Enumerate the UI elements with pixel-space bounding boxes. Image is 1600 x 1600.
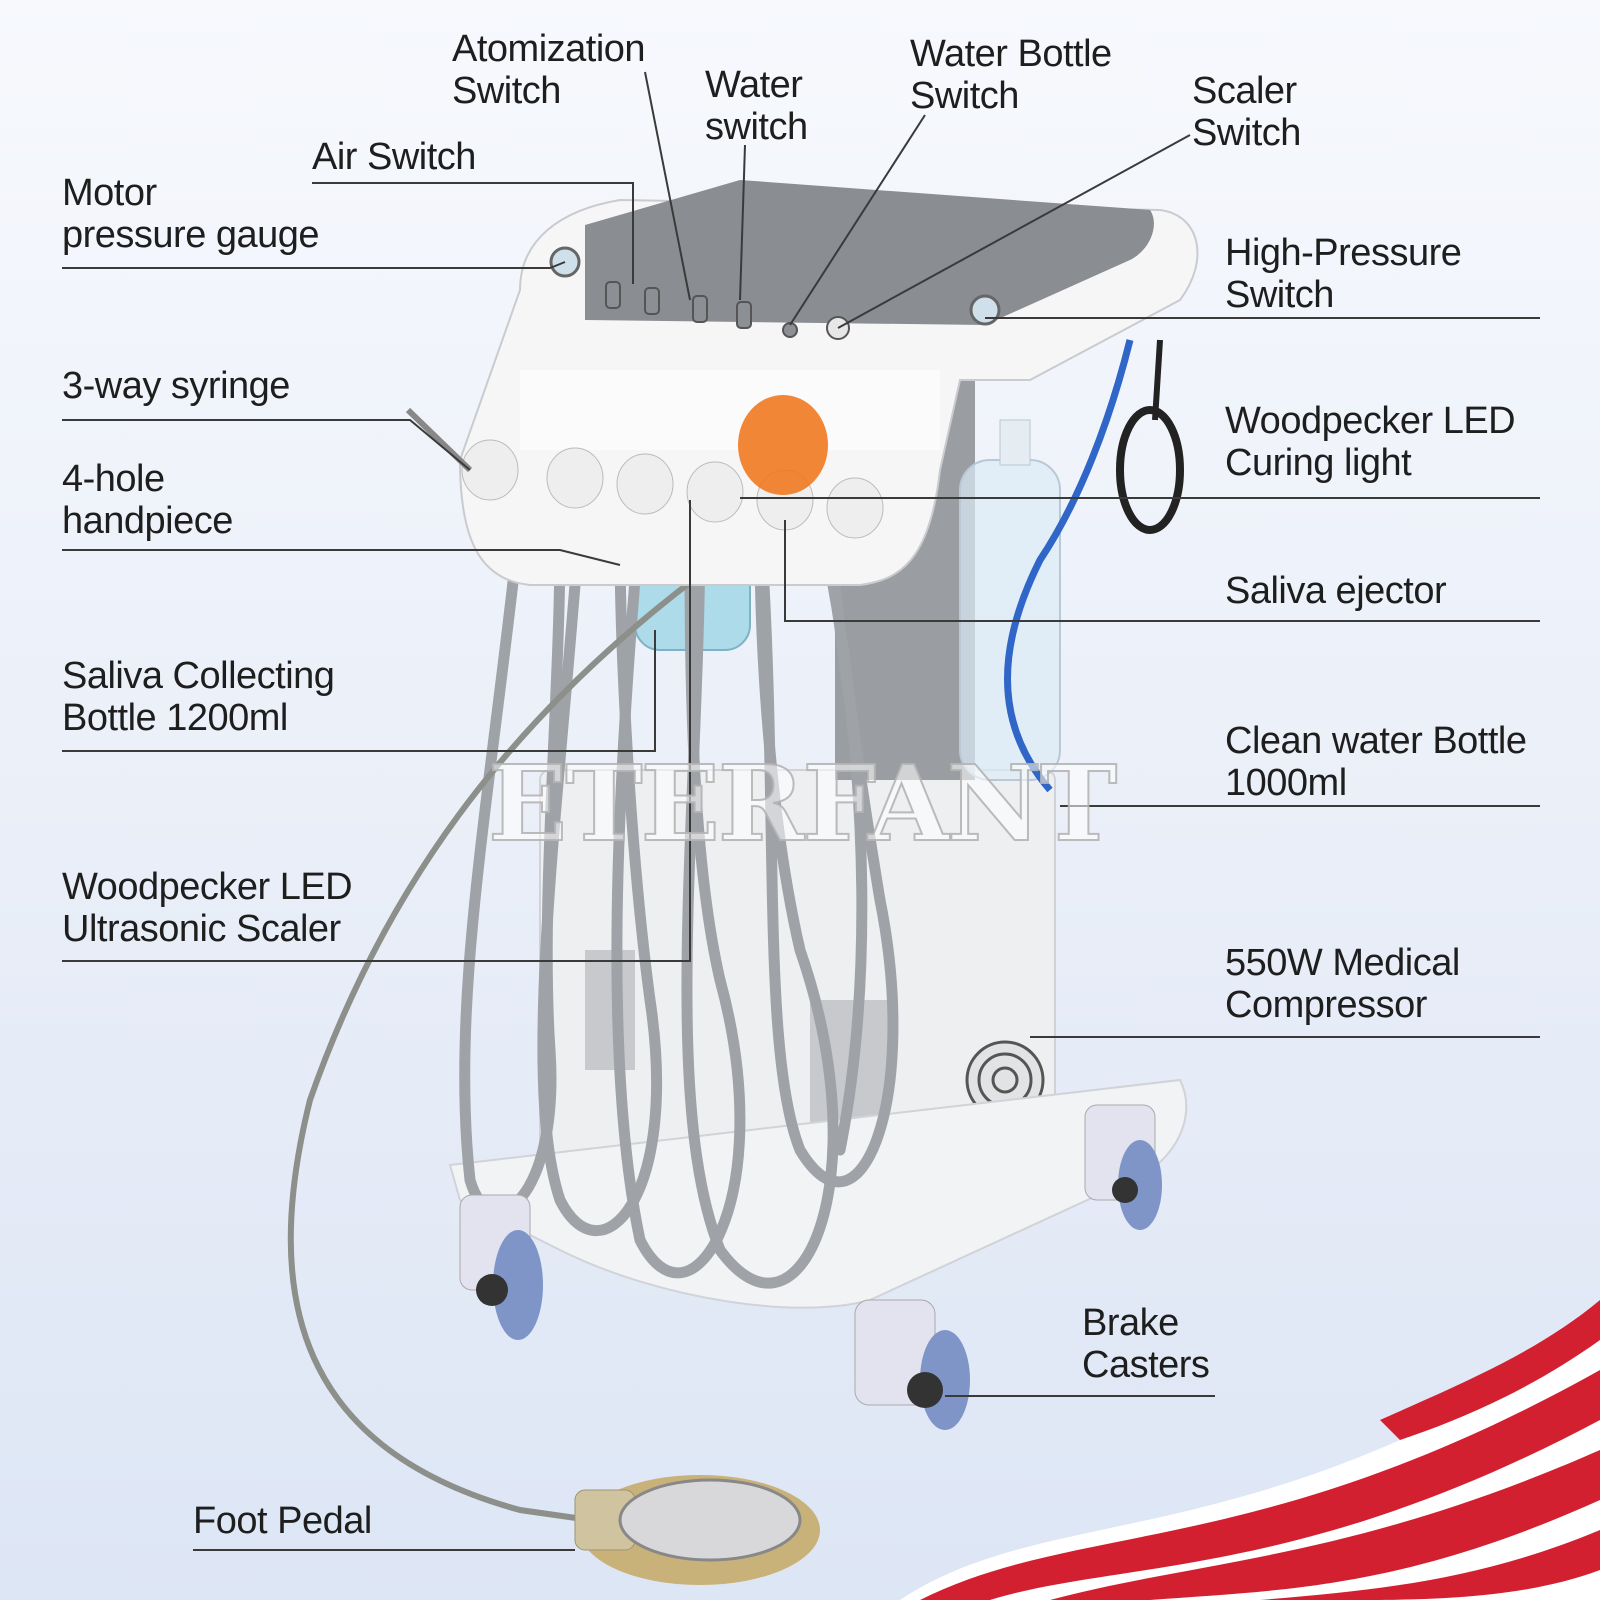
label-foot-pedal: Foot Pedal — [193, 1500, 372, 1542]
casters — [459, 1104, 1162, 1430]
label-saliva-ejector: Saliva ejector — [1225, 570, 1447, 612]
label-three-way-syringe: 3-way syringe — [62, 365, 290, 407]
brand-watermark: ETERFANT — [487, 741, 1118, 866]
foot-pedal-illustration — [574, 1475, 820, 1585]
top-tray — [405, 180, 1199, 586]
label-air-switch: Air Switch — [312, 136, 476, 178]
base-plate — [448, 1078, 1188, 1309]
us-flag-decoration — [900, 1300, 1600, 1600]
leader-lines — [62, 71, 1540, 1551]
clean-water-bottle — [959, 419, 1061, 781]
